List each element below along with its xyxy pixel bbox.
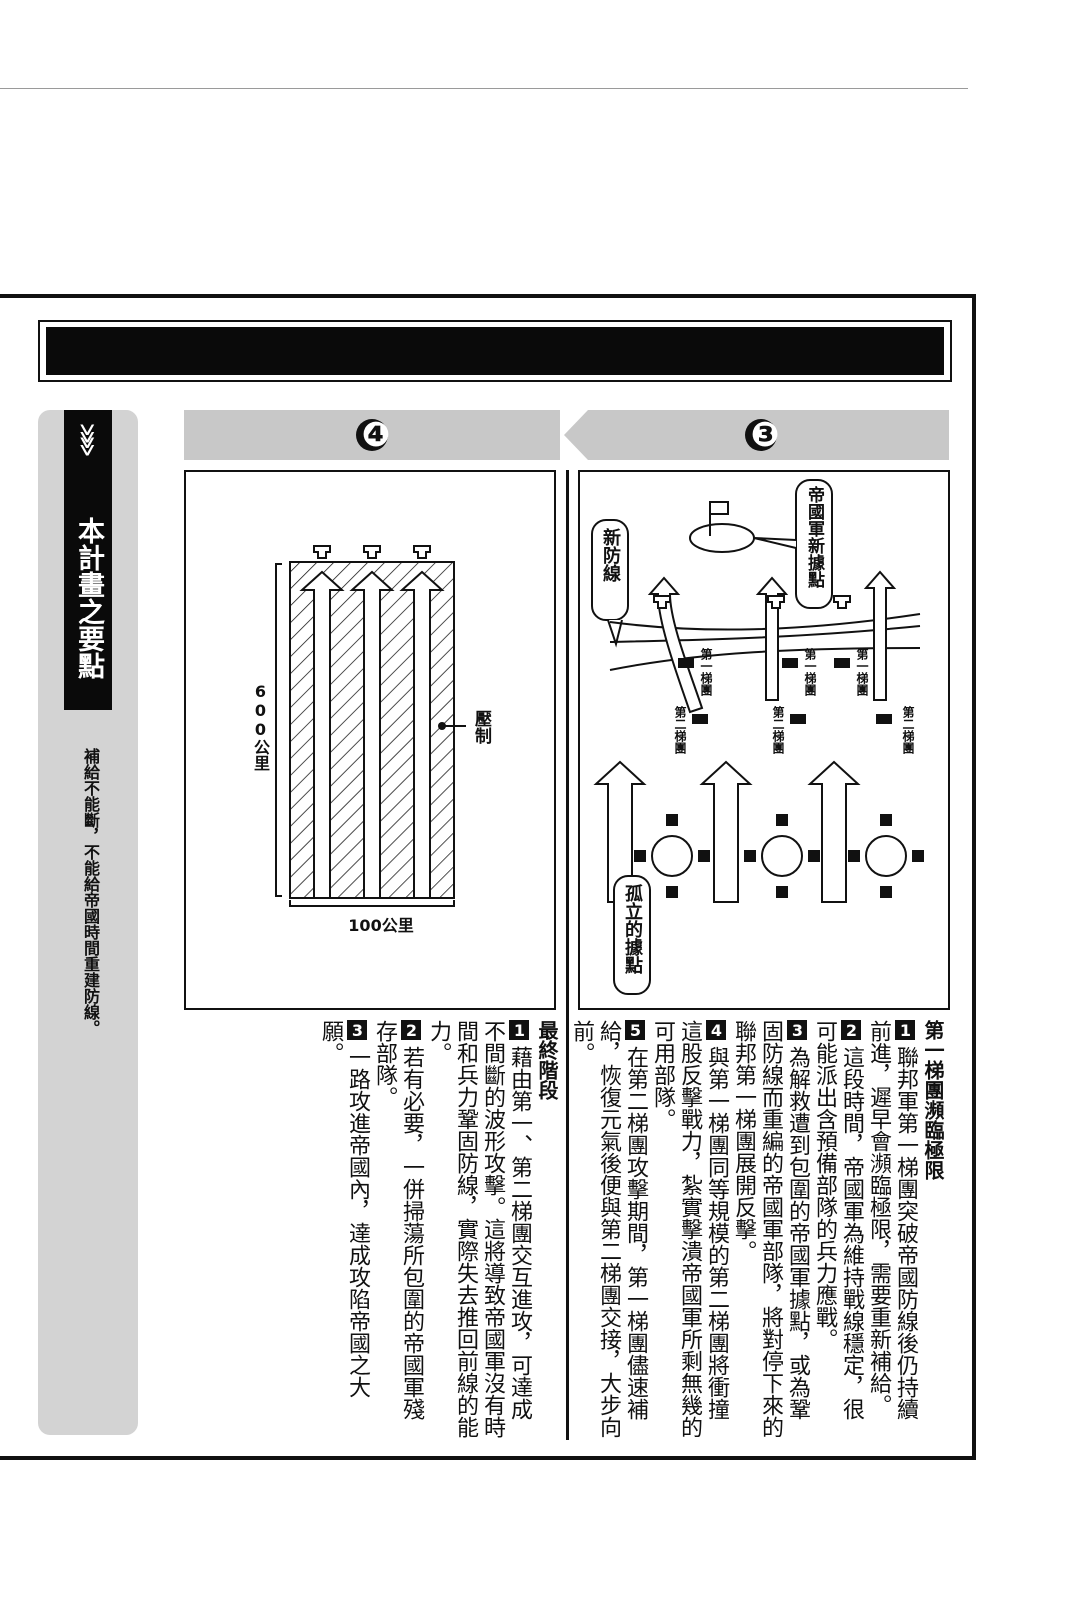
height-bracket xyxy=(275,563,282,897)
first-echelon-arrow xyxy=(863,570,897,701)
item-number: 4 xyxy=(706,1020,726,1040)
unit-icon xyxy=(313,545,331,559)
new-stronghold-label: 帝國軍新據點 xyxy=(804,486,824,588)
sidebar-tab xyxy=(64,410,112,710)
isolated-label: 孤立的據點 xyxy=(622,884,643,974)
list-item: 2這段時間，帝國軍為維持戰線穩定，很可能派出含預備部隊的兵力應戰。 xyxy=(811,1020,865,1440)
final-stage-heading: 最終階段 xyxy=(535,1020,559,1100)
item-number: 1 xyxy=(895,1020,915,1040)
second-echelon-label: 第二梯團 xyxy=(771,706,785,754)
isolated-callout xyxy=(613,875,651,995)
item-text: 若有必要，一併掃蕩所包圍的帝國軍殘存部隊。 xyxy=(372,1020,424,1420)
title-banner xyxy=(46,327,944,375)
item-text: 在第二梯團攻擊期間，第一梯團儘速補給，恢復元氣後便與第二梯團交接，大步向前。 xyxy=(569,1020,648,1438)
new-line-label: 新防線 xyxy=(600,528,621,582)
item-number: 3 xyxy=(347,1020,367,1040)
panel-step-3: 帝國軍新據點 新防線 孤立的據點 第一梯團 第一梯團 第一梯團 第二梯團 第二梯… xyxy=(578,470,950,1010)
width-label: 100公里 xyxy=(348,916,414,935)
advance-arrow xyxy=(349,570,395,899)
step-header xyxy=(184,410,949,460)
step-4-number: ❹ xyxy=(361,415,391,455)
item-number: 3 xyxy=(787,1020,807,1040)
unit-icon xyxy=(833,595,851,609)
list-item: 3為解救遭到包圍的帝國軍據點，或為鞏固防線而重編的帝國軍部隊，將對停下來的聯邦第… xyxy=(730,1020,811,1440)
item-text: 這段時間，帝國軍為維持戰線穩定，很可能派出含預備部隊的兵力應戰。 xyxy=(812,1020,864,1420)
echelon-marker xyxy=(876,714,892,724)
width-bracket xyxy=(289,900,455,907)
item-number: 5 xyxy=(625,1020,645,1040)
sidebar-note: 補給不能斷，不能給帝國時間重建防線。 xyxy=(81,748,100,1036)
flag-icon xyxy=(709,501,729,515)
first-echelon-arrow xyxy=(755,576,789,701)
item-text: 為解救遭到包圍的帝國軍據點，或為鞏固防線而重編的帝國軍部隊，將對停下來的聯邦第一… xyxy=(731,1020,810,1438)
advance-arrow xyxy=(399,570,445,899)
item-text: 與第一梯團同等規模的第二梯團將衝撞這股反擊戰力，紮實擊潰帝國軍所剩無幾的可用部隊… xyxy=(650,1020,729,1438)
step-4-badge xyxy=(356,419,388,451)
second-echelon-label: 第二梯團 xyxy=(901,706,915,754)
unit-icon xyxy=(653,595,671,609)
list-item: 4與第一梯團同等規模的第二梯團將衝撞這股反擊戰力，紮實擊潰帝國軍所剩無幾的可用部… xyxy=(649,1020,730,1440)
item-number: 1 xyxy=(509,1020,529,1040)
list-item: 1聯邦軍第一梯團突破帝國防線後仍持續前進，遲早會瀕臨極限，需要重新補給。 xyxy=(865,1020,919,1440)
echelon-marker xyxy=(790,714,806,724)
step-3-number: ❸ xyxy=(750,415,780,455)
first-echelon-label: 第一梯團 xyxy=(803,648,817,696)
list-item: 5在第二梯團攻擊期間，第一梯團儘速補給，恢復元氣後便與第二梯團交接，大步向前。 xyxy=(568,1020,649,1440)
first-echelon-arrow xyxy=(647,576,704,714)
isolated-stronghold xyxy=(865,835,907,877)
column-divider xyxy=(566,470,569,1440)
isolated-stronghold xyxy=(761,835,803,877)
second-echelon-arrow xyxy=(807,760,861,903)
echelon-marker xyxy=(692,714,708,724)
new-stronghold-marker xyxy=(689,523,755,553)
advance-arrow xyxy=(299,570,345,899)
unit-icon xyxy=(767,595,785,609)
sidebar-title: 本計畫之要點 xyxy=(73,517,104,679)
item-text: 藉由第一、第二梯團交互進攻，可達成不間斷的波形攻擊。這將導致帝國軍沒有時間和兵力… xyxy=(426,1020,532,1438)
list-item: 3一路攻進帝國內，達成攻陷帝國之大願。 xyxy=(317,1020,371,1440)
item-number: 2 xyxy=(401,1020,421,1040)
chevron-icon: ≫≫ xyxy=(76,423,100,449)
unit-icon xyxy=(363,545,381,559)
height-label: 600公里 xyxy=(251,682,270,771)
item-text: 一路攻進帝國內，達成攻陷帝國之大願。 xyxy=(318,1020,370,1398)
first-echelon-label: 第一梯團 xyxy=(699,648,713,696)
top-rule xyxy=(0,88,968,89)
first-echelon-label: 第一梯團 xyxy=(855,648,869,696)
echelon-marker xyxy=(678,658,694,668)
suppression-diagram xyxy=(275,545,466,907)
echelon-marker xyxy=(782,658,798,668)
step-3-text: 第一梯團瀕臨極限 1聯邦軍第一梯團突破帝國防線後仍持續前進，遲早會瀕臨極限，需要… xyxy=(569,1020,946,1440)
echelon-marker xyxy=(834,658,850,668)
isolated-stronghold xyxy=(651,835,693,877)
second-echelon-label: 第二梯團 xyxy=(673,706,687,754)
page-frame xyxy=(0,294,976,1460)
panel-step-4: 600公里 100公里 壓制 xyxy=(184,470,556,1010)
final-stage-text: 最終階段 1藉由第一、第二梯團交互進攻，可達成不間斷的波形攻擊。這將導致帝國軍沒… xyxy=(318,1020,560,1440)
step-3-badge xyxy=(745,419,777,451)
item-text: 聯邦軍第一梯團突破帝國防線後仍持續前進，遲早會瀕臨極限，需要重新補給。 xyxy=(866,1020,918,1420)
item-number: 2 xyxy=(841,1020,861,1040)
list-item: 1藉由第一、第二梯團交互進攻，可達成不間斷的波形攻擊。這將導致帝國軍沒有時間和兵… xyxy=(425,1020,533,1440)
list-item: 2若有必要，一併掃蕩所包圍的帝國軍殘存部隊。 xyxy=(371,1020,425,1440)
second-echelon-arrow xyxy=(699,760,753,903)
suppress-label: 壓制 xyxy=(471,710,491,744)
counterattack-diagram xyxy=(591,479,924,995)
step-3-heading: 第一梯團瀕臨極限 xyxy=(921,1020,945,1180)
unit-icon xyxy=(413,545,431,559)
